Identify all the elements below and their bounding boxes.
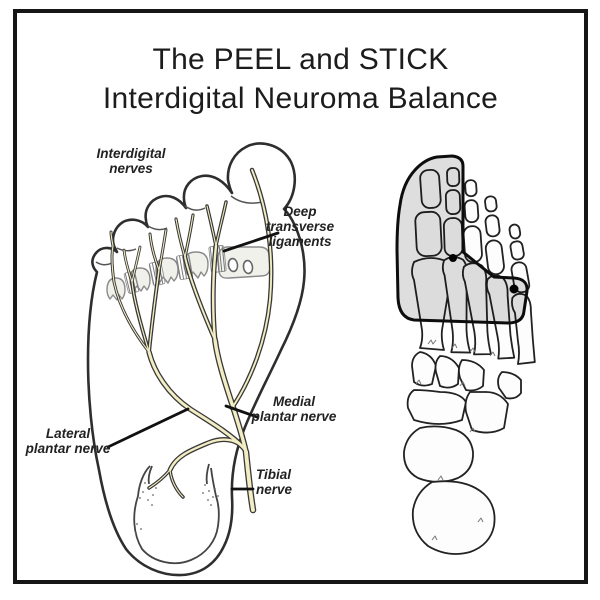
intermediate-cuneiform [434,355,460,389]
right-foot-figure [395,154,536,555]
nerve-core [206,205,217,247]
nerve-core [184,214,194,258]
label-deep-transverse-ligaments: Deep transverse ligaments [265,204,335,249]
navicular [406,389,467,425]
label-medial-plantar-nerve: Medial plantar nerve [251,394,337,424]
calcaneal-twig-a-core [148,469,171,489]
label-tibial-nerve: Tibial nerve [256,467,293,497]
neuroma-marker-dot-1 [449,254,457,262]
nerve-core [175,218,186,258]
title-line-2: Interdigital Neuroma Balance [102,82,499,115]
lateral-plantar-nerve-pointer [106,407,190,449]
interdigital-branch-2-core [184,256,216,341]
tibial-nerve-path-core [244,450,255,512]
neuroma-marker-dot-2 [509,284,519,294]
talus [403,425,474,483]
fifth-metatarsal-base [497,371,522,400]
calcaneus [411,480,496,555]
nerve-core [215,201,227,247]
heel-stipple-texture [135,482,219,534]
nerve-core [149,233,160,271]
diagram-title: The PEEL and STICK Interdigital Neuroma … [13,40,588,118]
hallux-medial-branch-core [231,169,273,409]
lateral-cuneiform [457,359,485,392]
lateral-plantar-trunk-core [147,350,246,450]
nerve-core [131,246,141,283]
deep-transverse-ligaments-pointer [222,231,280,253]
nerve-core [158,229,167,271]
deep-transverse-ligament-bands [123,245,227,294]
fourth-toe-bones [484,195,516,360]
second-toe-bones [441,167,472,354]
cuboid [464,391,509,434]
bone-texture-marks [415,339,496,541]
heel-pad-sketch [133,463,220,564]
calcaneal-twig-b-core [169,469,184,498]
peel-and-stick-pad [395,154,529,325]
tarsal-bones [403,351,522,555]
label-lateral-plantar-nerve: Lateral plantar nerve [25,426,111,456]
nerve-core [123,249,133,283]
hallux-bones [411,168,453,351]
label-interdigital-nerves: Interdigital nerves [96,146,166,176]
third-toe-bones [461,179,492,356]
title-line-1: The PEEL and STICK [152,43,449,76]
medial-plantar-nerve-pointer [224,404,259,419]
plantar-nerve-cores [110,169,273,512]
label-pointer-lines [106,231,280,491]
interdigital-branch-4-core [131,281,150,353]
medial-cuneiform [411,351,437,387]
medial-plantar-trunk-core [213,338,248,454]
left-foot-figure [86,142,306,577]
sesamoid-bones [227,257,254,275]
interdigital-branch-3-core [148,269,160,353]
interdigital-branch-1-core [211,244,218,342]
fifth-toe-branch-core [110,231,150,353]
